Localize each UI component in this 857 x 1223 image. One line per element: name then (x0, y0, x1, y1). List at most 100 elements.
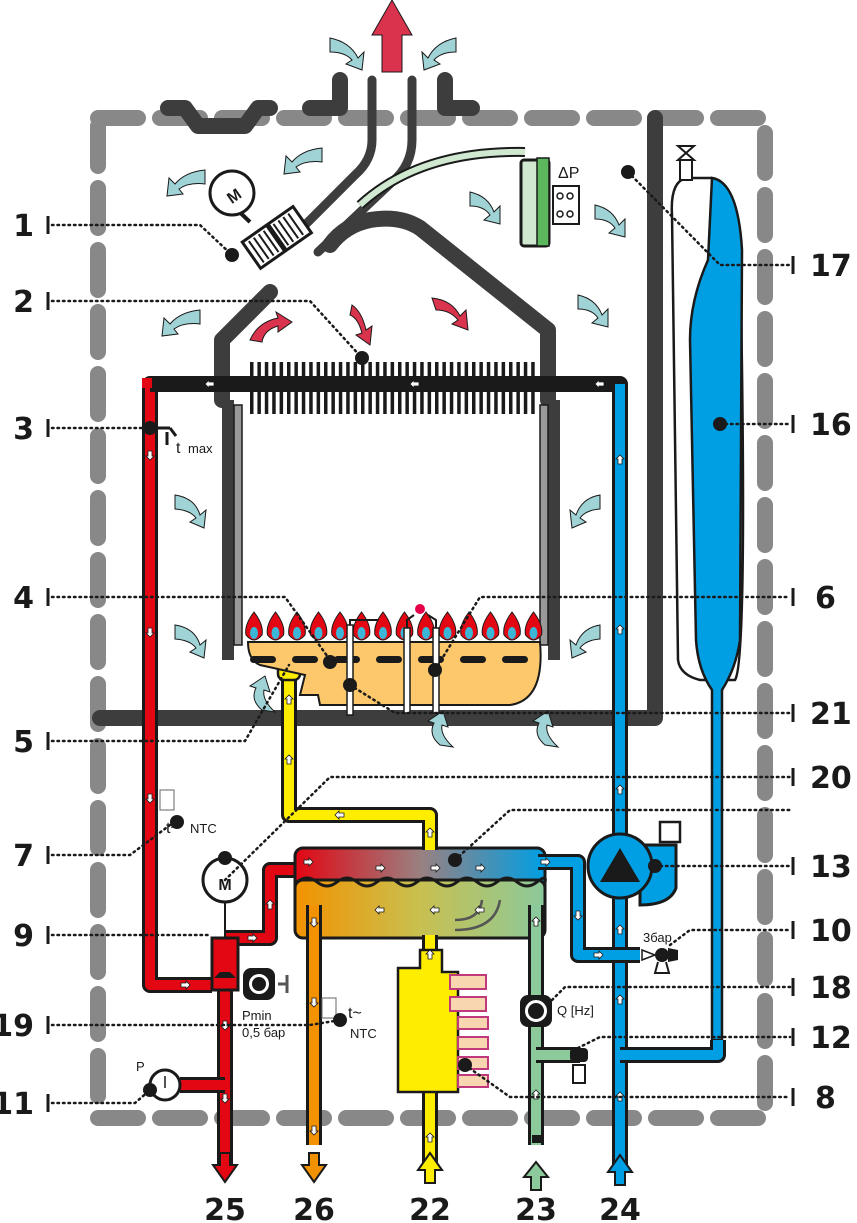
min-pressure-switch: Pmin 0,5 бар (242, 968, 289, 1040)
flow-arrow-icon (425, 827, 435, 838)
fin (301, 362, 306, 382)
flame-core (336, 627, 344, 639)
fin (272, 362, 276, 382)
fin (294, 362, 298, 382)
pmin-value: 0,5 бар (242, 1025, 285, 1040)
callout-8: 8 (815, 1081, 836, 1116)
fin (427, 392, 432, 414)
fan: M (208, 169, 314, 271)
exhaust-arrow (371, 0, 413, 73)
flame-core (357, 627, 366, 639)
callout-18: 18 (810, 971, 852, 1006)
flame-icon (266, 611, 285, 641)
flue-gas-arrows (249, 297, 469, 346)
callout-6: 6 (815, 581, 836, 616)
gauge-p-label: P (136, 1059, 145, 1074)
fin (353, 362, 358, 382)
flow-arrow-icon (375, 863, 386, 873)
leader-dots (143, 165, 727, 1097)
gas-valve (396, 899, 502, 1094)
fin (516, 392, 520, 414)
fin (361, 362, 365, 382)
fin (494, 362, 498, 382)
fin (494, 392, 498, 414)
delta-p-label: ΔP (558, 165, 579, 182)
fin (420, 392, 424, 414)
fin (324, 362, 328, 382)
fin (405, 362, 409, 382)
fan-motor-icon (208, 169, 256, 217)
flow-arrow-icon (429, 905, 440, 915)
flow-direction-arrows (145, 379, 625, 1143)
dhw-ntc-sensor: t~ NTC (321, 997, 377, 1041)
callouts-left: 1 2 3 4 5 7 9 19 11 (0, 209, 34, 1122)
fin (435, 362, 439, 382)
burner-port (292, 656, 318, 663)
flame-icon (309, 611, 328, 641)
heating-ntc-sensor: t~ NTC (159, 789, 217, 837)
callout-4: 4 (13, 581, 34, 616)
outlet-arrow-26 (300, 1152, 328, 1184)
callout-10: 10 (810, 914, 852, 949)
flow-arrow-icon (573, 910, 583, 921)
fin (442, 392, 446, 414)
fin (457, 392, 461, 414)
fin (405, 392, 409, 414)
flow-arrow-icon (284, 694, 294, 705)
inlet-arrow-24 (606, 1153, 634, 1186)
pressure-switch-tube (357, 148, 526, 208)
fin (301, 392, 306, 414)
flow-sensor: Q [Hz] (520, 995, 594, 1027)
fin (516, 362, 520, 382)
fin (486, 362, 491, 382)
fin (368, 392, 372, 414)
fin (338, 392, 343, 414)
flow-arrow-icon (540, 857, 551, 867)
fin (390, 392, 395, 414)
flow-arrow-icon (593, 950, 604, 960)
fin (398, 392, 402, 414)
fin (316, 392, 321, 414)
fin (279, 392, 284, 414)
overheat-thermostat: t max (155, 426, 213, 457)
fin (287, 362, 291, 382)
callout-13: 13 (810, 850, 852, 885)
fin (449, 362, 454, 382)
callouts-bottom: 25 26 22 23 24 (204, 1193, 641, 1223)
fin (250, 392, 254, 414)
connection-arrows (211, 1151, 634, 1191)
fin (353, 392, 358, 414)
flow-arrow-icon (474, 905, 485, 915)
callout-19: 19 (0, 1009, 34, 1044)
flow-arrow-icon (284, 754, 294, 765)
air-intake-arrows (161, 37, 626, 748)
circulation-pump (586, 820, 682, 907)
flow-arrow-icon (615, 624, 625, 635)
fin (531, 392, 535, 414)
inlet-arrow-23 (521, 1160, 551, 1191)
fin (509, 362, 513, 382)
safety-valve: 3бар (641, 930, 678, 974)
secondary-heat-exchanger (293, 846, 547, 940)
flame-icon (503, 611, 521, 641)
fin (509, 392, 513, 414)
outlet-arrow-25 (211, 1152, 239, 1184)
fin (294, 392, 298, 414)
callout-ticks (46, 216, 795, 1112)
fin (412, 392, 417, 414)
flame-icon (417, 611, 435, 641)
flow-arrow-icon (309, 1125, 319, 1136)
fin (383, 362, 387, 382)
burner-port (502, 656, 528, 663)
callout-2: 2 (13, 285, 34, 320)
flow-arrow-icon (531, 916, 541, 927)
flow-arrow-icon (145, 793, 155, 804)
chamber-side-panels (222, 400, 560, 660)
tmax-t: t (176, 440, 181, 457)
flame-core (443, 627, 452, 639)
leader-lines (50, 170, 792, 1105)
fin (331, 392, 335, 414)
flame-core (250, 627, 258, 639)
callout-20: 20 (810, 761, 852, 796)
spark-icon (415, 604, 425, 614)
